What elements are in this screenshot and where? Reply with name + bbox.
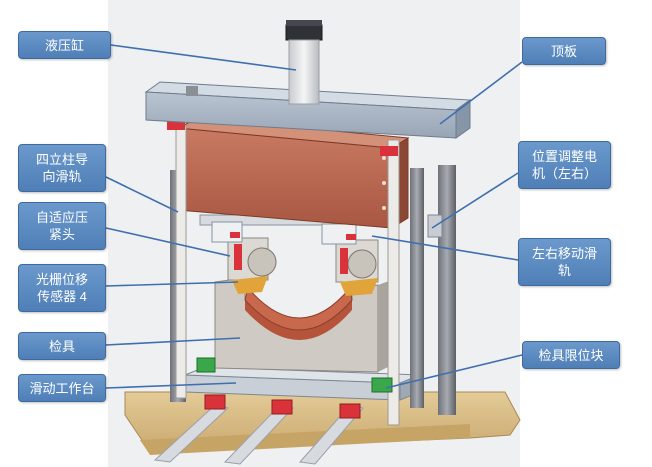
fixture-stop-block-left (196, 357, 216, 373)
fixture-stop-block-right (371, 377, 393, 393)
label-four-column-guide: 四立柱导 向滑轨 (18, 144, 106, 192)
sliding-worktable (184, 366, 421, 401)
label-hydraulic-cylinder: 液压缸 (18, 31, 111, 59)
front-guide-column-left (167, 120, 187, 399)
label-lr-slide-rail: 左右移动滑 轨 (518, 238, 611, 286)
label-fixture-stop: 检具限位块 (522, 341, 620, 369)
label-adaptive-clamp: 自适应压 紧头 (18, 202, 106, 250)
adaptive-clamp-right (335, 239, 379, 296)
rail-block (204, 394, 361, 419)
label-sliding-table: 滑动工作台 (18, 374, 106, 402)
label-top-plate: 顶板 (522, 37, 606, 65)
front-guide-column-right (380, 139, 400, 426)
rear-right-column (438, 165, 456, 415)
leader-lines (105, 44, 523, 389)
label-position-motor: 位置调整电 机（左右） (518, 141, 611, 189)
pressure-plate (176, 117, 410, 229)
linear-rail (153, 404, 364, 465)
label-grating-sensor: 光栅位移 传感器 4 (18, 264, 106, 312)
front-right-column (410, 168, 424, 408)
hydraulic-cylinder (285, 20, 323, 105)
label-fixture: 检具 (18, 332, 106, 360)
adaptive-clamp-left (227, 237, 277, 294)
